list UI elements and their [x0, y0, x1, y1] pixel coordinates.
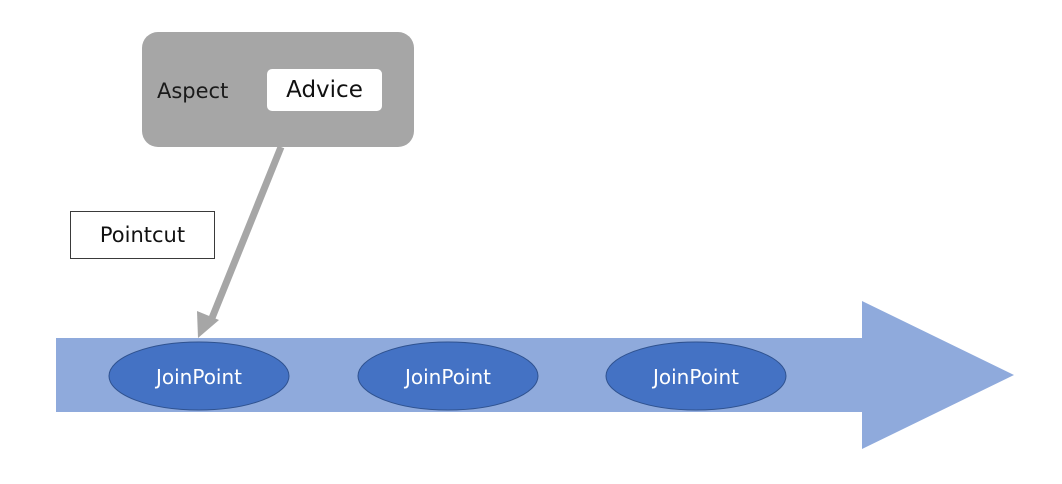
joinpoint-ellipse-2: [357, 341, 539, 411]
joinpoint-label-3: JoinPoint: [652, 365, 740, 389]
joinpoint-label-1: JoinPoint: [155, 365, 243, 389]
joinpoint-label-2: JoinPoint: [404, 365, 492, 389]
pointcut-connector-arrowhead: [197, 311, 219, 338]
joinpoint-ellipse-1: [108, 341, 290, 411]
pointcut-box: Pointcut: [70, 211, 215, 259]
joinpoint-ellipse-3: [605, 341, 787, 411]
pointcut-connector: [208, 145, 285, 320]
aspect-label: Aspect: [157, 79, 229, 103]
advice-box: Advice: [267, 69, 382, 111]
